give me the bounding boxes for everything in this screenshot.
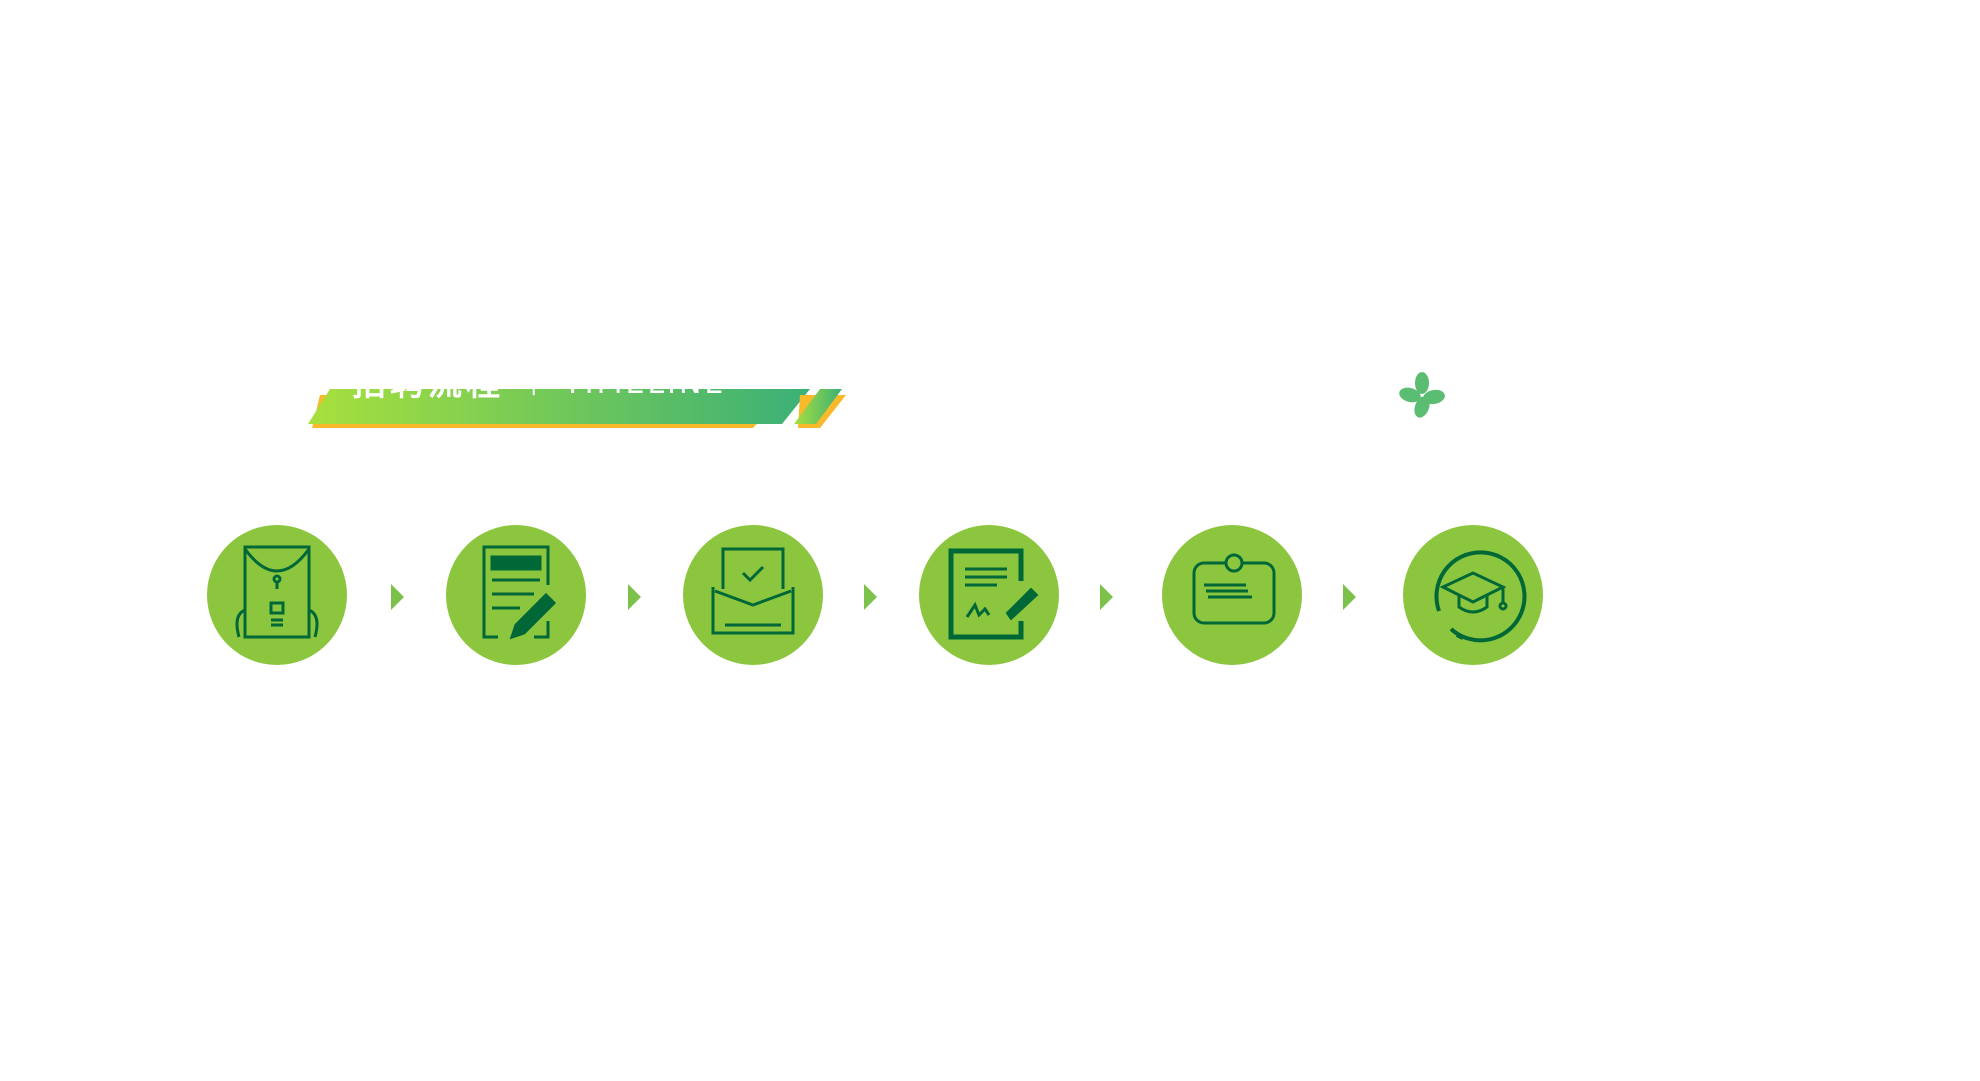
step-1-circle (207, 525, 347, 665)
badge-card-icon (1192, 553, 1276, 625)
step-arrow-icon (1343, 584, 1356, 610)
clover-icon (1399, 372, 1445, 418)
banner-title-cn: 招聘流程 (352, 372, 504, 404)
step-arrow-icon (864, 584, 877, 610)
step-3-circle (683, 525, 823, 665)
step-arrow-icon (628, 584, 641, 610)
resume-edit-icon (482, 545, 557, 640)
step-arrow-icon (391, 584, 404, 610)
step-2-circle (446, 525, 586, 665)
step-4-circle (919, 525, 1059, 665)
graduation-cap-icon (1434, 550, 1527, 643)
step-6-circle (1403, 525, 1543, 665)
section-banner: 招聘流程 | TIMELINE (308, 372, 848, 430)
banner-separator: | (530, 372, 538, 396)
step-5-circle (1162, 525, 1302, 665)
envelope-hands-icon (235, 545, 319, 639)
contract-sign-icon (948, 548, 1039, 640)
banner-title-en: TIMELINE (563, 372, 727, 401)
banner-title: 招聘流程 | TIMELINE (352, 372, 726, 404)
step-arrow-icon (1100, 584, 1113, 610)
banner-shape (308, 389, 846, 428)
mail-check-icon (711, 547, 795, 635)
